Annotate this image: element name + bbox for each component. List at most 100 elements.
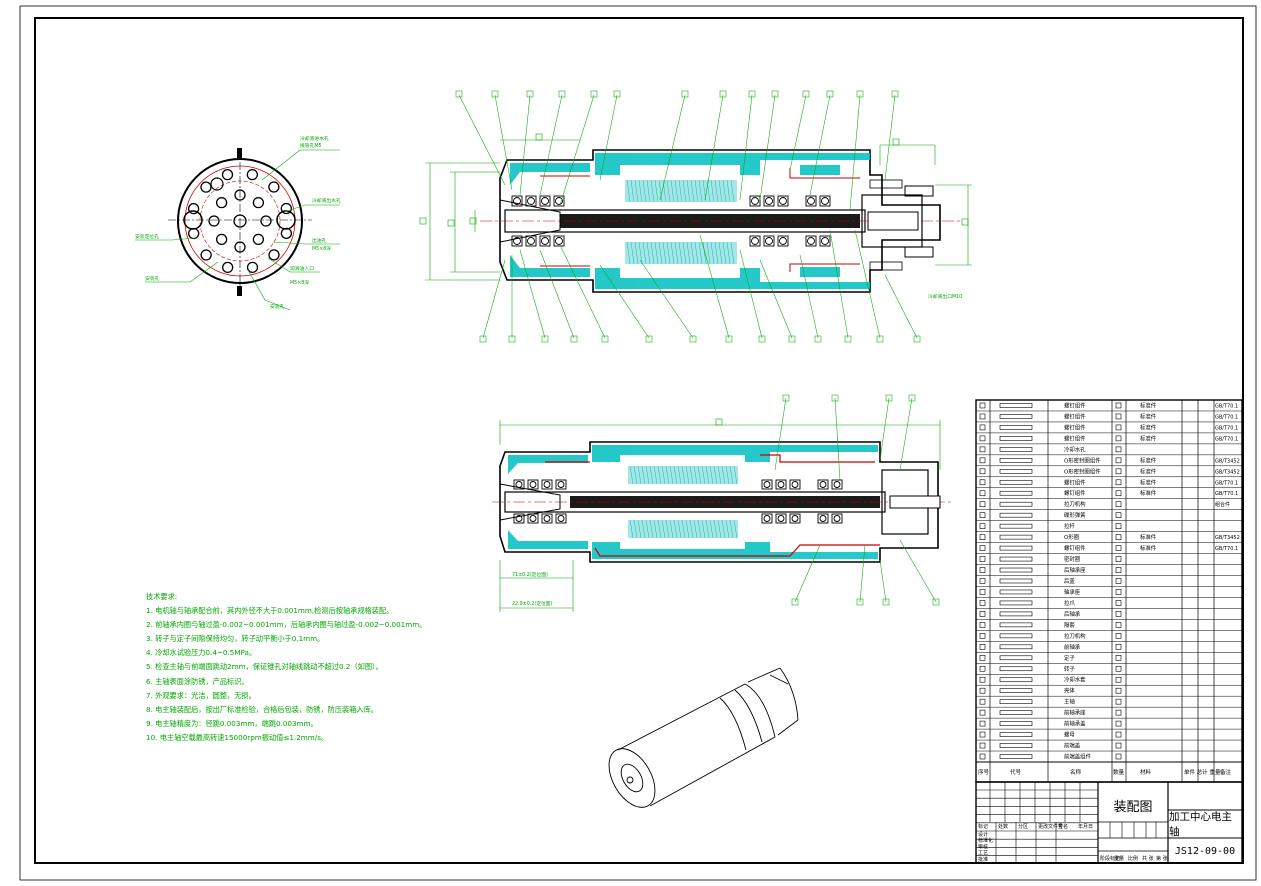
bom-row-remark: GB/T3452 <box>1215 469 1240 475</box>
svg-text:安装定位孔: 安装定位孔 <box>135 233 159 240</box>
bom-row-name: 后轴承 <box>1064 610 1081 618</box>
bom-row-material: 标准件 <box>1140 434 1157 442</box>
title-block-label: 分区 <box>1018 823 1028 830</box>
isometric-view <box>608 667 799 808</box>
bom-row-material: 标准件 <box>1140 478 1157 486</box>
bom-row-material: 标准件 <box>1140 456 1157 464</box>
bom-row-remark: 组合件 <box>1215 501 1230 508</box>
drawing-number: JS12-09-00 <box>1174 845 1236 857</box>
bom-row-remark: GB/T70.1 <box>1215 436 1238 442</box>
title-block-label: 重量 <box>1114 855 1124 862</box>
bom-header-cell: 数量 <box>1113 768 1125 776</box>
svg-text:润滑油入口: 润滑油入口 <box>290 265 314 272</box>
bom-header-cell: 材料 <box>1140 768 1152 776</box>
bom-row-name: 螺钉组件 <box>1064 489 1086 497</box>
bom-row-name: 螺钉组件 <box>1064 423 1086 431</box>
inner-frame <box>34 17 1244 864</box>
bom-row-name: 转子 <box>1064 665 1075 673</box>
main-section-view: 冷却液出口M10 <box>419 90 972 343</box>
bom-row-name: 隔套 <box>1064 621 1075 629</box>
bom-row-name: 碟形弹簧 <box>1064 511 1086 519</box>
bom-row-name: 密封圈 <box>1064 555 1080 563</box>
second-section-view: 71±0.2(定位面) 22.9±0.2(定位面) <box>492 394 952 612</box>
svg-text:安装孔: 安装孔 <box>270 303 285 310</box>
bom-row-material: 标准件 <box>1140 544 1157 552</box>
outer-frame <box>19 5 1257 881</box>
title-block-label: 阶段标记 <box>1100 855 1120 862</box>
bom-header-cell: 备注 <box>1220 768 1232 776</box>
dimension-label-1: 71±0.2(定位面) <box>512 571 548 578</box>
bom-row-name: 螺钉组件 <box>1064 478 1086 486</box>
bom-row-name: O形密封圈组件 <box>1064 467 1101 475</box>
svg-text:安装孔: 安装孔 <box>145 275 160 282</box>
title-block-label: 标准化 <box>978 837 993 844</box>
title-block-label: 比例 <box>1128 855 1138 862</box>
title-block: 标记处数分区更改文件号签名年月日设计标准化审核工艺批准阶段标记重量比例共 张第 … <box>975 781 1243 864</box>
bom-row-name: 冷却水孔 <box>1064 445 1086 453</box>
svg-text:接管孔M5: 接管孔M5 <box>300 142 322 149</box>
bom-row-material: 标准件 <box>1140 533 1157 541</box>
bom-header-cell: 名称 <box>1070 768 1082 776</box>
title-block-label: 处数 <box>998 823 1008 830</box>
note-item: 7. 外观要求：光洁，圆整，无损。 <box>146 690 256 700</box>
bom-row-name: 螺钉组件 <box>1064 434 1086 442</box>
bom-row-name: 前端盖组件 <box>1064 753 1092 761</box>
bom-row-name: 螺钉组件 <box>1064 412 1086 420</box>
bom-row-name: 拉刀机构 <box>1064 500 1086 508</box>
dimension-label-2: 22.9±0.2(定位面) <box>512 600 553 607</box>
title-block-label: 批准 <box>978 856 988 863</box>
bom-row-name: 后轴承座 <box>1064 566 1086 574</box>
bom-row-remark: GB/T70.1 <box>1215 403 1238 409</box>
bom-row-remark: GB/T70.1 <box>1215 480 1238 486</box>
note-item: 8. 电主轴装配后，按出厂标准检验，合格后包装，防锈，防压装箱入库。 <box>146 704 378 714</box>
note-item: 9. 电主轴精度为：径跳0.003mm，端跳0.003mm。 <box>146 718 318 728</box>
bom-row-name: 螺钉组件 <box>1064 544 1086 552</box>
bom-row-name: 螺母 <box>1064 731 1075 739</box>
bom-row-name: O形密封圈组件 <box>1064 456 1101 464</box>
drawing-title: 装配图 <box>1113 799 1153 815</box>
bom-row-name: 壳体 <box>1064 687 1075 695</box>
note-item: 5. 检查主轴与前端面跳动2mm，保证锥孔对轴线跳动不超过0.2（如图）。 <box>146 662 383 672</box>
svg-text:冷却液出水孔: 冷却液出水孔 <box>312 197 341 204</box>
title-block-label: 签名 <box>1058 823 1068 830</box>
bom-row-remark: GB/T3452 <box>1215 535 1240 541</box>
bom-row-remark: GB/T70.1 <box>1215 425 1238 431</box>
svg-text:冷却液出口M10: 冷却液出口M10 <box>928 293 962 300</box>
svg-text:M5×8深: M5×8深 <box>312 245 331 252</box>
title-block-label: 工艺 <box>978 851 988 857</box>
bom-row-material: 标准件 <box>1140 489 1157 497</box>
svg-text:M5×8深: M5×8深 <box>290 279 309 286</box>
bom-row-name: 前端盖 <box>1064 742 1081 750</box>
notes-heading: 技术要求: <box>146 592 178 601</box>
part-name: 加工中心电主轴 <box>1169 811 1232 838</box>
bom-row-name: 后盖 <box>1064 577 1075 585</box>
bom-row-name: 冷却水套 <box>1064 676 1086 684</box>
title-block-label: 第 张 <box>1156 855 1168 862</box>
bom-row-name: 主轴 <box>1064 698 1075 706</box>
bom-row-material: 标准件 <box>1140 423 1157 431</box>
bom-row-remark: GB/T3452 <box>1215 458 1240 464</box>
title-block-label: 年月日 <box>1078 823 1093 830</box>
bom-row-remark: GB/T70.1 <box>1215 414 1238 420</box>
svg-text:冷却液进水孔: 冷却液进水孔 <box>300 135 329 142</box>
bom-row-remark: GB/T70.1 <box>1215 546 1238 552</box>
svg-text:出油孔: 出油孔 <box>312 237 327 244</box>
bolt-holes <box>187 168 293 274</box>
bom-row-name: 螺钉组件 <box>1064 401 1086 409</box>
title-block-label: 更改文件号 <box>1038 823 1063 830</box>
title-block-label: 标记 <box>978 823 988 830</box>
note-item: 1. 电机轴与轴承配合前，其内外径不大于0.001mm,检测后按轴承规格装配。 <box>146 606 394 616</box>
note-item: 2. 前轴承内圈与轴过盈-0.002~0.001mm，后轴承内圈与轴过盈-0.0… <box>146 620 427 630</box>
bom-row-material: 标准件 <box>1140 467 1157 475</box>
bom-row-name: 前轴承座 <box>1064 709 1086 717</box>
note-item: 6. 主轴表面涂防锈，产品标识。 <box>146 676 249 686</box>
bom-row-remark: GB/T70.1 <box>1215 491 1238 497</box>
note-item: 3. 转子与定子间隙保持均匀，转子动平衡小于0.1mm。 <box>146 634 325 644</box>
title-block-label: 设计 <box>978 831 988 838</box>
bom-row-name: O形圈 <box>1064 533 1079 541</box>
note-item: 4. 冷却水试验压力0.4~0.5MPa。 <box>146 648 257 658</box>
bom-row-name: 定子 <box>1064 654 1075 662</box>
